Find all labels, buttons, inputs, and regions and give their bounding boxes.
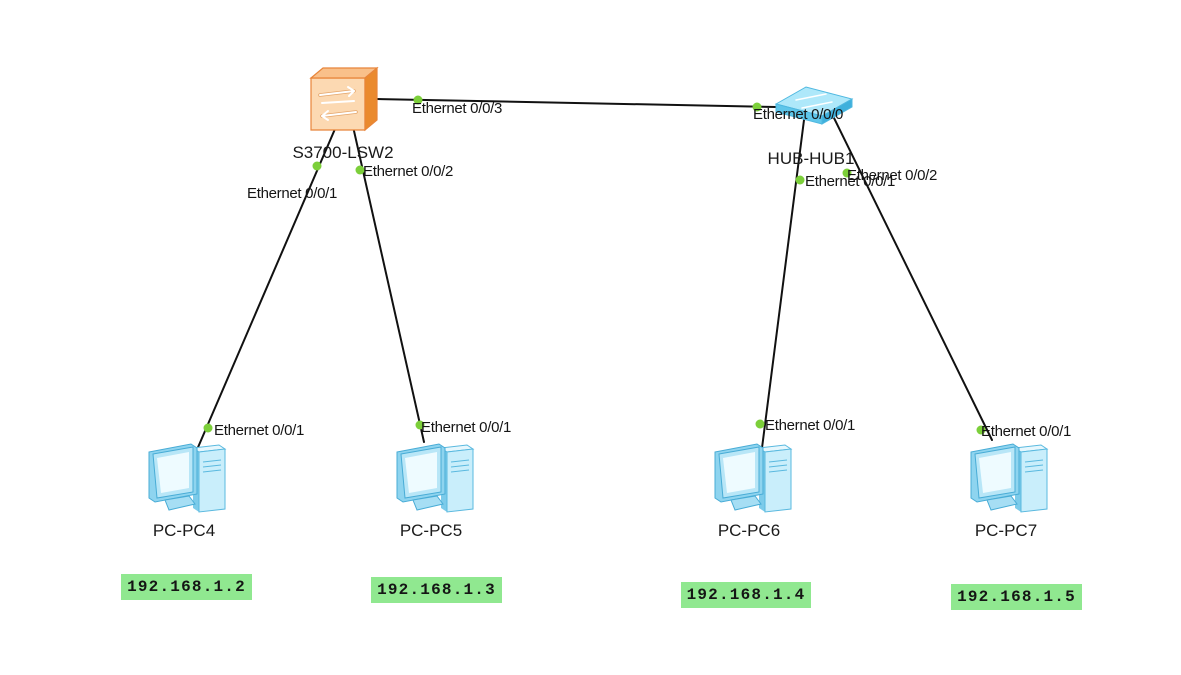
port-dot: [415, 420, 425, 430]
port-label-switch-to-hub: Ethernet 0/0/3: [412, 100, 502, 117]
link-hub-pc6[interactable]: [761, 119, 805, 449]
link-hub-pc7[interactable]: [833, 117, 993, 441]
port-dot: [203, 423, 213, 433]
pc-icon[interactable]: [970, 443, 1048, 513]
port-label-switch-to-pc5: Ethernet 0/0/2: [363, 163, 453, 180]
ip-label-pc6[interactable]: 192.168.1.4: [681, 582, 811, 608]
ip-label-pc5[interactable]: 192.168.1.3: [371, 577, 502, 603]
port-dot: [413, 95, 423, 105]
link-switch-hub[interactable]: [375, 98, 777, 108]
port-dots: [203, 95, 986, 435]
ip-label-pc4[interactable]: 192.168.1.2: [121, 574, 252, 600]
port-label-pc6: Ethernet 0/0/1: [765, 417, 855, 434]
port-dot: [795, 175, 805, 185]
port-dot: [312, 161, 322, 171]
switch-icon[interactable]: [309, 66, 379, 132]
pc7-label: PC-PC7: [975, 521, 1037, 540]
port-label-hub-to-switch: Ethernet 0/0/0: [753, 106, 843, 123]
port-label-pc7: Ethernet 0/0/1: [981, 423, 1071, 440]
ip-label-pc7[interactable]: 192.168.1.5: [951, 584, 1082, 610]
hub-label: HUB-HUB1: [768, 149, 855, 168]
port-dot: [976, 425, 986, 435]
pc-icon[interactable]: [148, 443, 226, 513]
pc5-label: PC-PC5: [400, 521, 462, 540]
port-label-hub-to-pc7: Ethernet 0/0/2: [847, 167, 937, 184]
port-label-switch-to-pc4: Ethernet 0/0/1: [247, 185, 337, 202]
links: [195, 98, 993, 453]
port-label-pc4: Ethernet 0/0/1: [214, 422, 304, 439]
port-dot: [355, 165, 365, 175]
port-dot: [755, 419, 765, 429]
port-label-pc5: Ethernet 0/0/1: [421, 419, 511, 436]
hub-icon[interactable]: [774, 86, 854, 125]
port-label-hub-to-pc6: Ethernet 0/0/1: [805, 173, 895, 190]
pc-icon[interactable]: [714, 443, 792, 513]
pc6-label: PC-PC6: [718, 521, 780, 540]
link-switch-pc4[interactable]: [195, 121, 339, 453]
link-switch-pc5[interactable]: [351, 121, 425, 443]
pc-icon[interactable]: [396, 443, 474, 513]
switch-label: S3700-LSW2: [292, 143, 393, 162]
pc4-label: PC-PC4: [153, 521, 215, 540]
port-dot: [752, 102, 762, 112]
port-dot: [842, 168, 852, 178]
